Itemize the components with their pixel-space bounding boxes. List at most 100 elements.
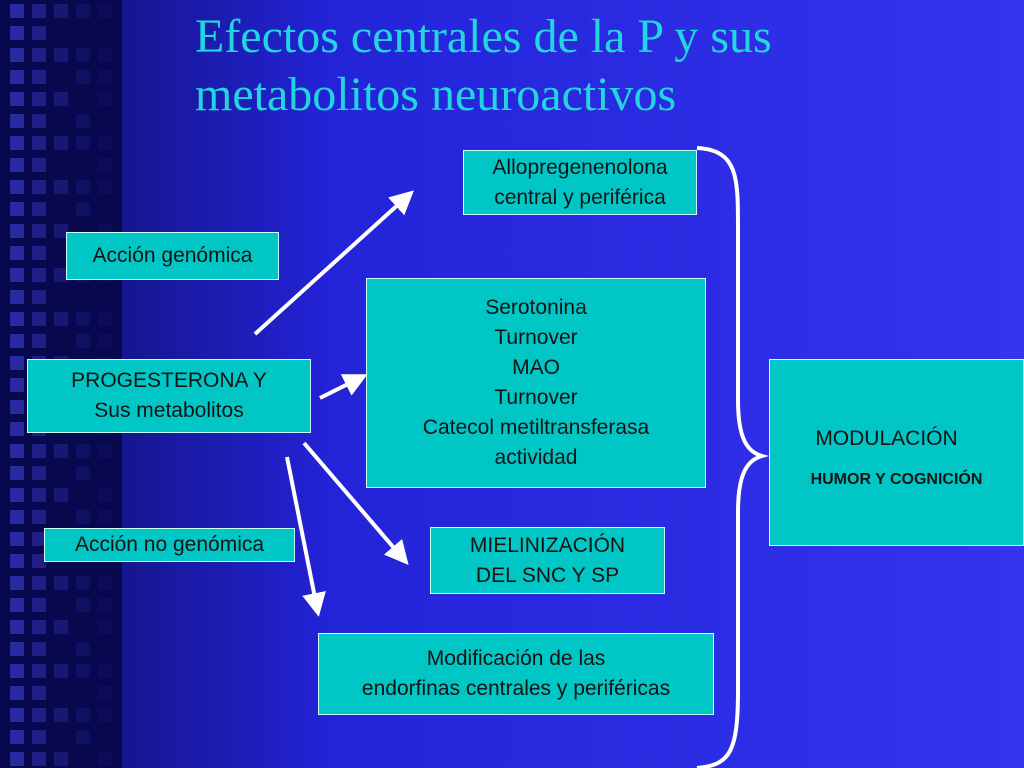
decorative-square-icon xyxy=(10,334,24,348)
decorative-square-icon xyxy=(10,4,24,18)
decorative-square-icon xyxy=(98,620,112,634)
decorative-square-icon xyxy=(76,180,90,194)
decorative-square-icon xyxy=(76,730,90,744)
decorative-square-icon xyxy=(76,444,90,458)
decorative-square-icon xyxy=(54,180,68,194)
serotonina-box: Serotonina Turnover MAO Turnover Catecol… xyxy=(366,278,706,488)
decorative-square-icon xyxy=(98,664,112,678)
decorative-square-icon xyxy=(54,444,68,458)
decorative-square-icon xyxy=(10,290,24,304)
decorative-square-icon xyxy=(32,620,46,634)
decorative-square-icon xyxy=(76,510,90,524)
accion-genomica-label: Acción genómica xyxy=(92,244,253,267)
modulacion-box: MODULACIÓN HUMOR Y COGNICIÓN xyxy=(769,359,1024,546)
decorative-square-icon xyxy=(54,224,68,238)
decorative-square-icon xyxy=(32,334,46,348)
decorative-square-icon xyxy=(76,114,90,128)
decorative-square-icon xyxy=(32,598,46,612)
decorative-square-icon xyxy=(10,576,24,590)
decorative-square-icon xyxy=(32,290,46,304)
decorative-square-icon xyxy=(10,312,24,326)
decorative-square-icon xyxy=(10,180,24,194)
allopregnenolona-line-2: central y periférica xyxy=(494,185,666,209)
decorative-square-icon xyxy=(10,422,24,436)
decorative-square-icon xyxy=(10,664,24,678)
decorative-square-icon xyxy=(10,466,24,480)
decorative-square-icon xyxy=(76,466,90,480)
decorative-square-icon xyxy=(98,686,112,700)
decorative-square-icon xyxy=(98,180,112,194)
decorative-square-icon xyxy=(98,92,112,106)
slide-title: Efectos centrales de la P y sus metaboli… xyxy=(195,8,995,124)
decorative-square-icon xyxy=(98,312,112,326)
decorative-square-icon xyxy=(76,598,90,612)
decorative-square-icon xyxy=(10,598,24,612)
decorative-square-icon xyxy=(54,4,68,18)
decorative-square-icon xyxy=(10,532,24,546)
mielinizacion-box: MIELINIZACIÓN DEL SNC Y SP xyxy=(430,527,665,594)
decorative-square-icon xyxy=(10,642,24,656)
decorative-square-icon xyxy=(54,136,68,150)
decorative-square-icon xyxy=(76,708,90,722)
decorative-square-icon xyxy=(54,708,68,722)
decorative-square-icon xyxy=(54,576,68,590)
decorative-square-icon xyxy=(32,708,46,722)
decorative-square-icon xyxy=(98,598,112,612)
decorative-square-icon xyxy=(76,576,90,590)
decorative-square-icon xyxy=(10,26,24,40)
decorative-square-icon xyxy=(10,136,24,150)
decorative-square-icon xyxy=(10,114,24,128)
serotonina-line: Turnover xyxy=(494,386,578,409)
decorative-square-icon xyxy=(32,4,46,18)
decorative-square-icon xyxy=(98,48,112,62)
decorative-square-icon xyxy=(10,444,24,458)
decorative-square-icon xyxy=(10,202,24,216)
accion-no-genomica-box: Acción no genómica xyxy=(44,528,295,562)
progesterona-line-1: PROGESTERONA Y xyxy=(71,369,267,392)
decorative-square-icon xyxy=(54,488,68,502)
decorative-square-icon xyxy=(98,334,112,348)
endorfinas-line-1: Modificación de las xyxy=(426,647,606,670)
decorative-square-icon xyxy=(10,730,24,744)
decorative-square-icon xyxy=(98,158,112,172)
serotonina-line: Catecol metiltransferasa xyxy=(422,416,650,439)
decorative-square-icon xyxy=(32,158,46,172)
accion-genomica-box: Acción genómica xyxy=(66,232,279,280)
decorative-square-icon xyxy=(32,70,46,84)
decorative-square-icon xyxy=(76,202,90,216)
decorative-square-icon xyxy=(32,554,46,568)
decorative-square-icon xyxy=(98,70,112,84)
decorative-square-icon xyxy=(32,532,46,546)
serotonina-line: actividad xyxy=(494,446,578,469)
decorative-square-icon xyxy=(32,48,46,62)
decorative-square-icon xyxy=(54,92,68,106)
decorative-square-icon xyxy=(32,730,46,744)
decorative-square-icon xyxy=(10,246,24,260)
allopregnenolona-line-1: Allopregenenolona xyxy=(492,155,668,179)
decorative-square-icon xyxy=(10,488,24,502)
endorfinas-box: Modificación de las endorfinas centrales… xyxy=(318,633,714,715)
decorative-square-icon xyxy=(10,158,24,172)
endorfinas-line-2: endorfinas centrales y periféricas xyxy=(361,677,671,700)
decorative-square-icon xyxy=(76,4,90,18)
mielinizacion-line-1: MIELINIZACIÓN xyxy=(469,533,626,557)
allopregnenolona-box: Allopregenenolona central y periférica xyxy=(463,150,697,215)
decorative-square-icon xyxy=(76,136,90,150)
decorative-square-icon xyxy=(98,444,112,458)
decorative-square-icon xyxy=(32,488,46,502)
accion-no-genomica-label: Acción no genómica xyxy=(74,533,265,556)
decorative-square-icon xyxy=(32,202,46,216)
decorative-square-icon xyxy=(32,136,46,150)
decorative-square-icon xyxy=(98,576,112,590)
decorative-square-icon xyxy=(54,312,68,326)
decorative-square-icon xyxy=(10,48,24,62)
decorative-square-icon xyxy=(32,576,46,590)
modulacion-subtitle: HUMOR Y COGNICIÓN xyxy=(810,470,983,488)
decorative-square-icon xyxy=(32,92,46,106)
decorative-square-icon xyxy=(10,686,24,700)
decorative-square-icon xyxy=(32,224,46,238)
decorative-square-icon xyxy=(10,356,24,370)
serotonina-line: Serotonina xyxy=(485,296,587,319)
decorative-square-icon xyxy=(98,4,112,18)
decorative-square-icon xyxy=(76,48,90,62)
